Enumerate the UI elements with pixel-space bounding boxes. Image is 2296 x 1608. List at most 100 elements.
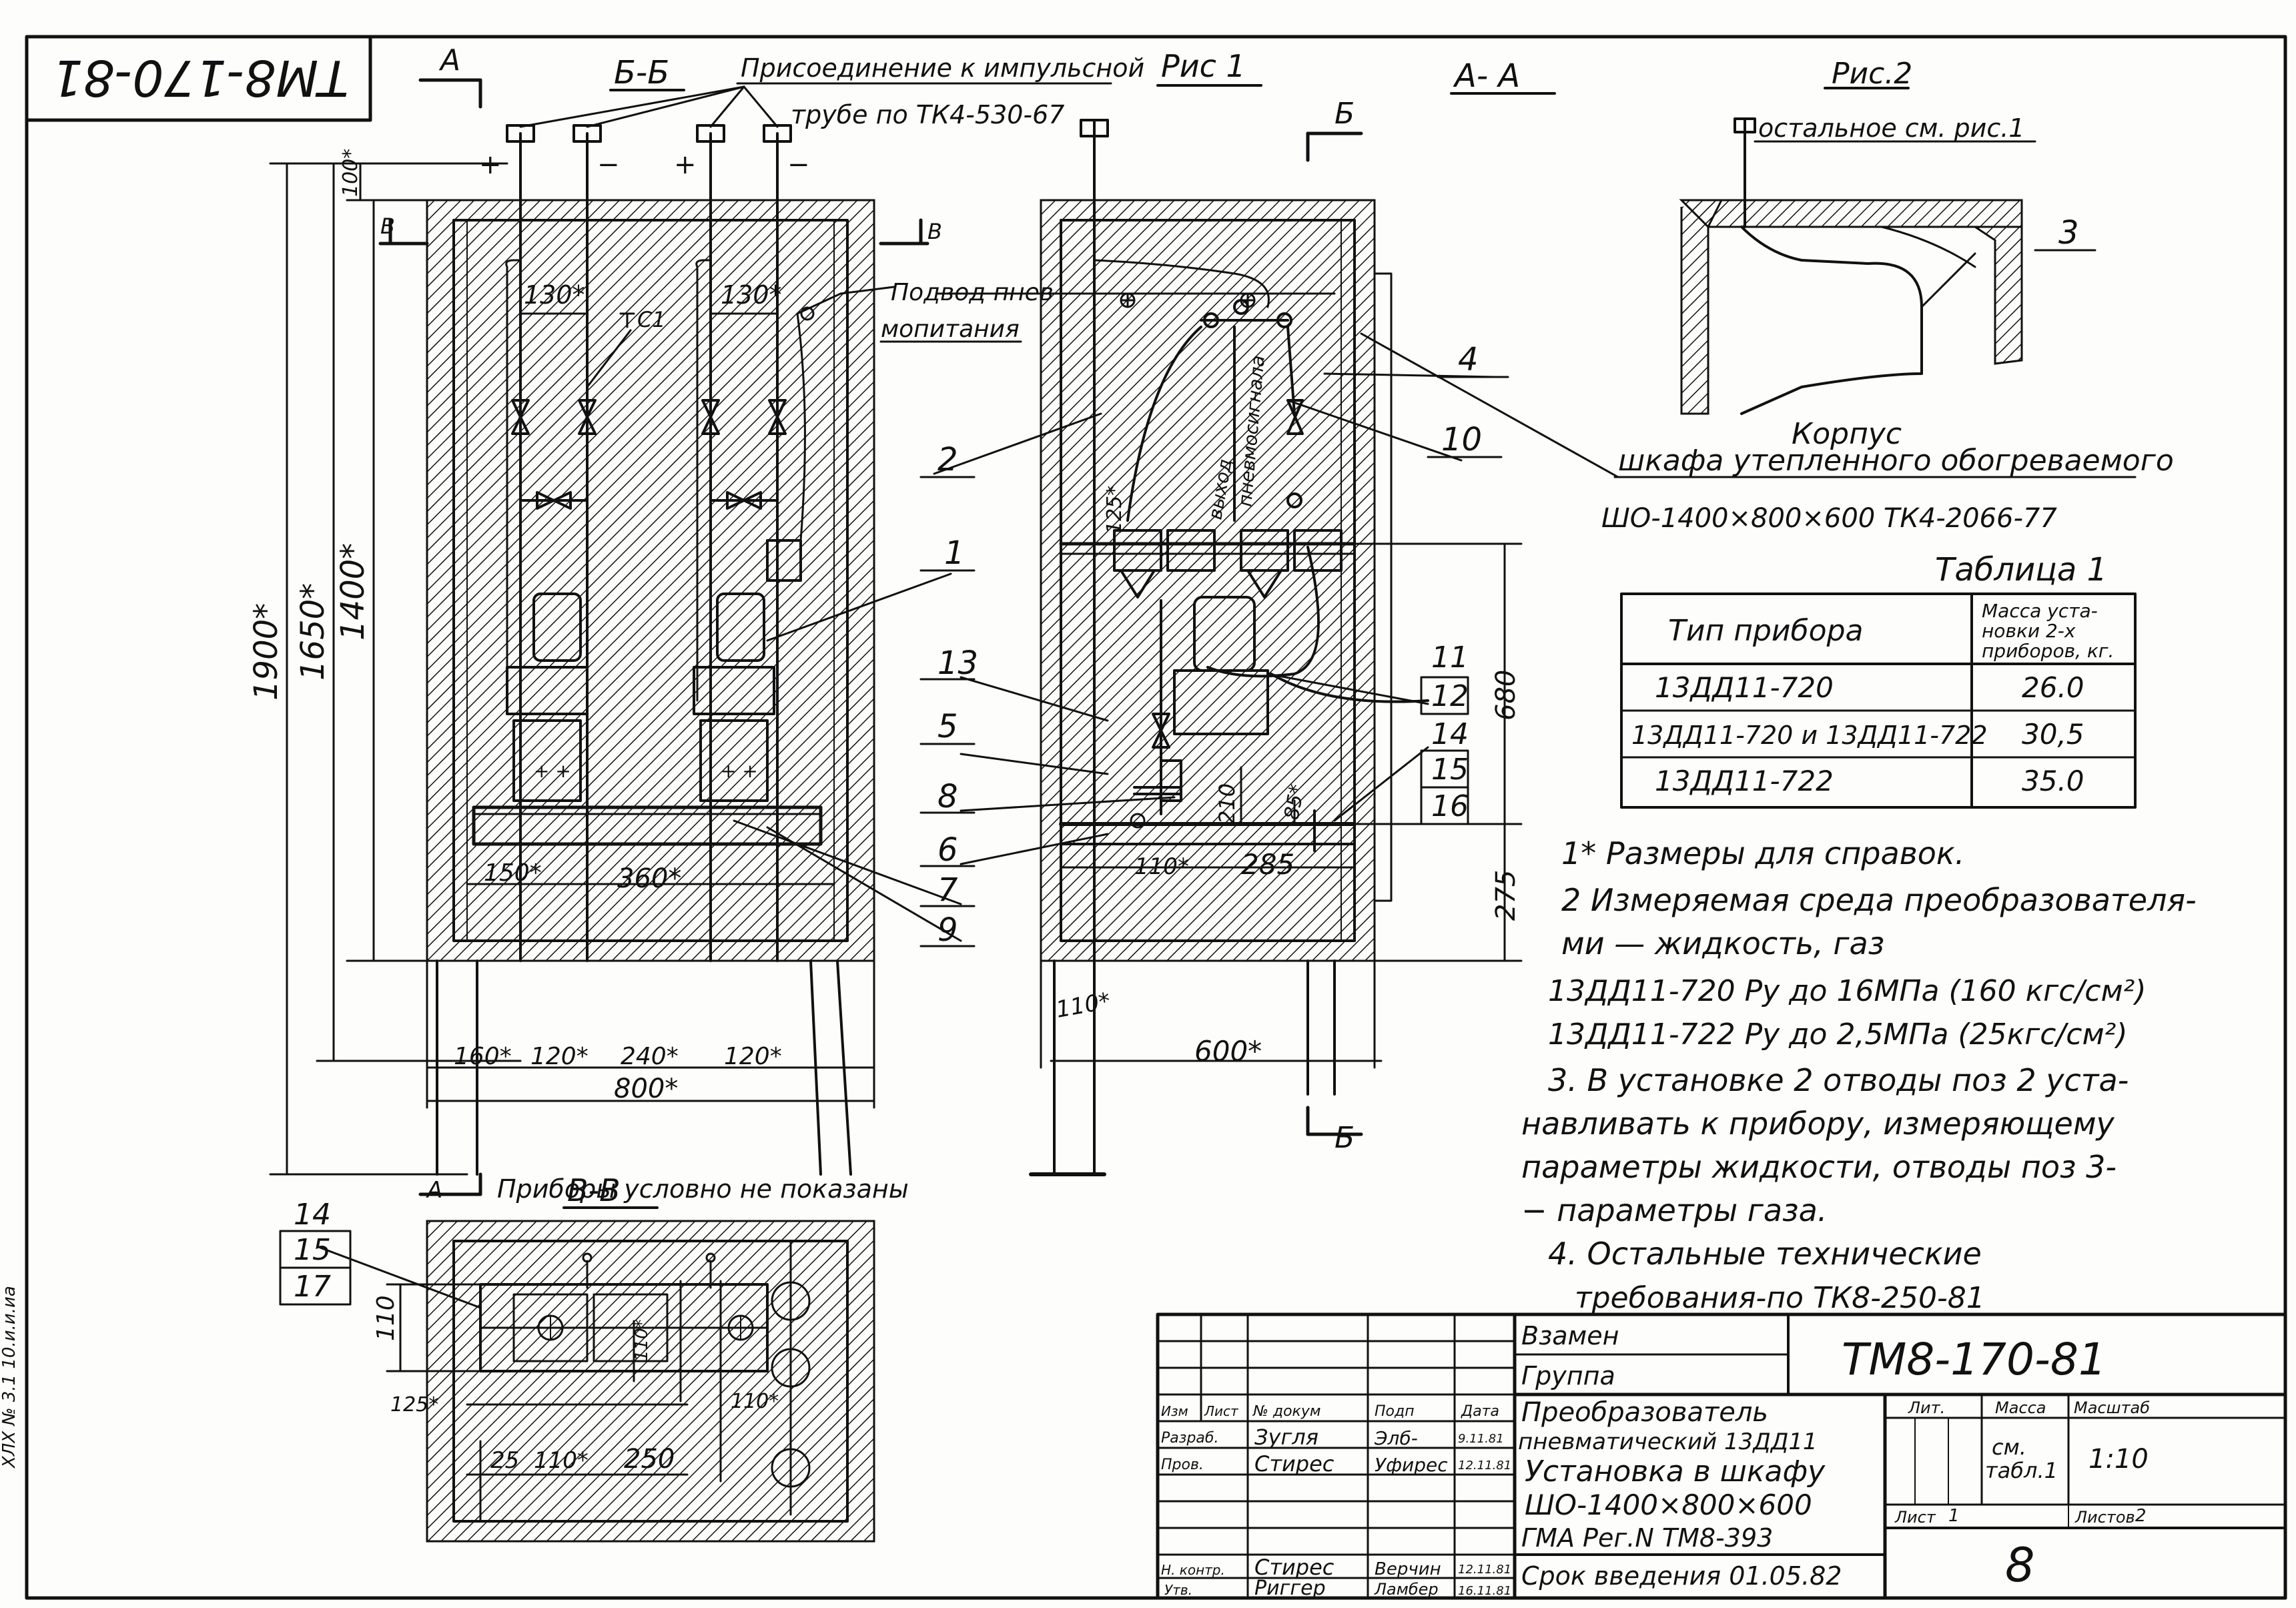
table-title: Таблица 1 xyxy=(1935,551,2107,588)
tb-page: 8 xyxy=(2005,1538,2035,1593)
svg-text:+ +: + + xyxy=(534,760,571,782)
title-block: Взамен Группа ТМ8-170-81 Преобразователь… xyxy=(1156,1312,2287,1600)
dim-110-v2: 110* xyxy=(632,1319,652,1361)
fig1-title: Рис 1 xyxy=(1161,48,1246,84)
view-bb: + + + + xyxy=(269,78,929,1196)
view-bb-title: Б-Б xyxy=(614,54,669,91)
plus-sign-1: + xyxy=(479,149,502,180)
impulse-callout-2: трубе по ТК4-530-67 xyxy=(791,100,1065,129)
bb-mounting-plate xyxy=(472,805,823,846)
table-row2-mass: 30,5 xyxy=(2022,718,2084,751)
dim-110-v: 110 xyxy=(372,1295,400,1341)
tb-r4-role: Утв. xyxy=(1164,1582,1192,1598)
section-mark-a-bottom: А xyxy=(426,1177,442,1204)
pos-14-v: 14 xyxy=(294,1198,331,1232)
dim-110-v3: 110* xyxy=(731,1390,779,1413)
tb-h-list: Лист xyxy=(1204,1403,1239,1419)
tb-r4-sign: Ламбер xyxy=(1374,1580,1439,1599)
dim-110-bottom: 110* xyxy=(1054,987,1113,1024)
tb-h-doc: № докум xyxy=(1252,1403,1320,1420)
tb-code: ТМ8-170-81 xyxy=(1842,1334,2107,1385)
dim-130-a: 130* xyxy=(524,280,585,310)
view-vv xyxy=(386,1220,875,1543)
note-1: 1* Размеры для справок. xyxy=(1561,835,1964,871)
table-row3-type: 13ДД11-722 xyxy=(1655,765,1834,797)
fig2-detail xyxy=(1679,117,2023,415)
dim-150: 150* xyxy=(484,859,542,887)
note-2a: 2 Измеряемая среда преобразователя- xyxy=(1561,882,2197,918)
bb-cabinet-inner xyxy=(452,219,849,942)
section-mark-v-left: В xyxy=(380,214,395,239)
dim-275: 275 xyxy=(1491,870,1521,921)
tb-name-3: Установка в шкафу xyxy=(1525,1455,1826,1489)
dim-1900: 1900* xyxy=(248,603,285,701)
tb-h-date: Дата xyxy=(1461,1403,1499,1420)
pos-4: 4 xyxy=(1458,341,1479,378)
dim-110-side: 110* xyxy=(1134,853,1189,880)
pos-5: 5 xyxy=(937,708,958,745)
note-2d: 13ДД11-722 Ру до 2,5МПа (25кгс/см²) xyxy=(1548,1018,2127,1052)
tb-mass: Масса xyxy=(1995,1398,2046,1417)
tb-sheet-label: Лист xyxy=(1894,1508,1936,1527)
pos-17-v: 17 xyxy=(294,1270,331,1304)
view-vv-title: В-В xyxy=(567,1172,621,1208)
note-2c: 13ДД11-720 Ру до 16МПа (160 кгс/см²) xyxy=(1548,974,2146,1008)
table-col2-header-1: Масса уста- xyxy=(1982,600,2098,622)
dim-680: 680 xyxy=(1491,670,1521,721)
tb-mass-value-1: см. xyxy=(1992,1435,2026,1460)
dim-130-b: 130* xyxy=(721,280,782,310)
dim-1650: 1650* xyxy=(294,583,332,681)
pos-15-v: 15 xyxy=(294,1233,331,1267)
devices-not-shown: Приборы условно не показаны xyxy=(497,1174,909,1204)
tb-name-4: ШО-1400×800×600 xyxy=(1525,1489,1812,1521)
section-mark-b-bottom: Б xyxy=(1334,1121,1355,1155)
dim-125-v: 125* xyxy=(390,1393,438,1417)
tb-sheet-no: 1 xyxy=(1948,1506,1960,1526)
tb-replaces: Взамен xyxy=(1521,1321,1619,1350)
dim-240: 240* xyxy=(621,1043,679,1070)
tb-r3-name: Стирес xyxy=(1254,1555,1334,1580)
dim-800: 800* xyxy=(614,1074,678,1104)
tb-r3-date: 12.11.81 xyxy=(1458,1563,1511,1577)
note-2b: ми — жидкость, газ xyxy=(1561,925,1884,961)
dim-285: 285 xyxy=(1241,848,1294,881)
tb-r2-date: 12.11.81 xyxy=(1458,1459,1511,1473)
tb-r1-date: 9.11.81 xyxy=(1458,1432,1504,1446)
view-aa xyxy=(1029,119,1523,1176)
note-4a: 4. Остальные технические xyxy=(1548,1236,1982,1272)
pos-6: 6 xyxy=(937,831,958,869)
note-3b: навливать к прибору, измеряющему xyxy=(1521,1106,2115,1142)
table-col2-header-3: приборов, кг. xyxy=(1982,640,2114,662)
table-row2-type: 13ДД11-720 и 13ДД11-722 xyxy=(1631,721,1988,750)
tb-sheets-label: Листов xyxy=(2074,1508,2135,1527)
tb-reg: ГМА Рег.N ТМ8-393 xyxy=(1521,1523,1773,1553)
dim-25: 25 xyxy=(490,1447,519,1474)
tb-lit: Лит. xyxy=(1908,1398,1945,1417)
fig2-title: Рис.2 xyxy=(1832,57,1912,91)
dim-600: 600* xyxy=(1194,1035,1262,1068)
section-mark-v-right: В xyxy=(927,219,942,244)
dim-100: 100* xyxy=(339,149,362,197)
tb-scale: Масштаб xyxy=(2074,1398,2150,1417)
leader-lines xyxy=(319,252,1976,1309)
minus-sign-2: − xyxy=(787,149,810,180)
dim-120-b: 120* xyxy=(724,1043,782,1070)
side-edge-text: ХЛХ № 3.1 10.и.и.иа xyxy=(0,1286,19,1469)
dim-120-a: 120* xyxy=(530,1043,589,1070)
note-3a: 3. В установке 2 отводы поз 2 уста- xyxy=(1548,1062,2129,1098)
c1-label: С1 xyxy=(637,307,666,332)
dim-160: 160* xyxy=(454,1043,512,1070)
tb-r4-name: Риггер xyxy=(1254,1577,1326,1600)
pos-11: 11 xyxy=(1431,641,1469,675)
position-numbers: 1 2 3 4 5 6 7 8 9 10 11 12 13 14 15 16 1… xyxy=(279,214,2096,1306)
section-mark-b-top: Б xyxy=(1334,97,1355,131)
tb-r1-name: Зугля xyxy=(1254,1425,1318,1450)
tb-name-2: пневматический 13ДД11 xyxy=(1518,1429,1818,1455)
pos-9: 9 xyxy=(937,911,958,949)
table-col1-header: Тип прибора xyxy=(1668,614,1863,648)
table-row3-mass: 35.0 xyxy=(2022,765,2084,797)
note-4b: требования-по ТК8-250-81 xyxy=(1575,1281,1985,1315)
impulse-callout-1: Присоединение к импульсной xyxy=(741,53,1144,83)
